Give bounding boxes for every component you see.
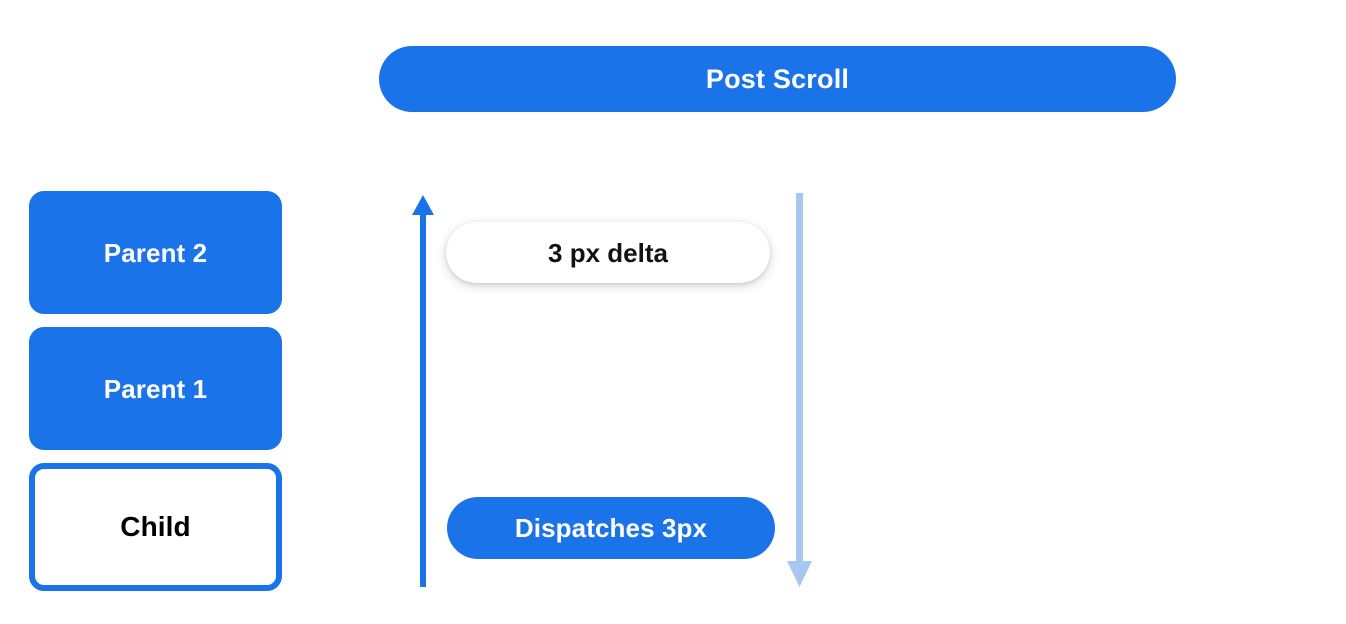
post-scroll-header-label: Post Scroll [705, 63, 850, 94]
node-parent-2-label: Parent 2 [103, 237, 208, 268]
dispatch-annotation-pill: Dispatches 3px [447, 497, 775, 559]
node-child-label: Child [120, 511, 191, 542]
node-parent-1-label: Parent 1 [103, 373, 208, 404]
node-stack: Parent 2 Parent 1 Child [29, 191, 282, 591]
scroll-dispatch-down-arrow-icon [787, 193, 812, 587]
delta-annotation-label: 3 px delta [548, 237, 668, 268]
scroll-propagation-up-arrow-icon [412, 195, 434, 587]
delta-annotation-pill: 3 px delta [446, 222, 770, 283]
node-parent-2: Parent 2 [29, 191, 282, 314]
node-parent-1: Parent 1 [29, 327, 282, 450]
post-scroll-header-pill: Post Scroll [379, 46, 1176, 112]
node-child: Child [29, 463, 282, 591]
dispatch-annotation-label: Dispatches 3px [514, 513, 708, 543]
